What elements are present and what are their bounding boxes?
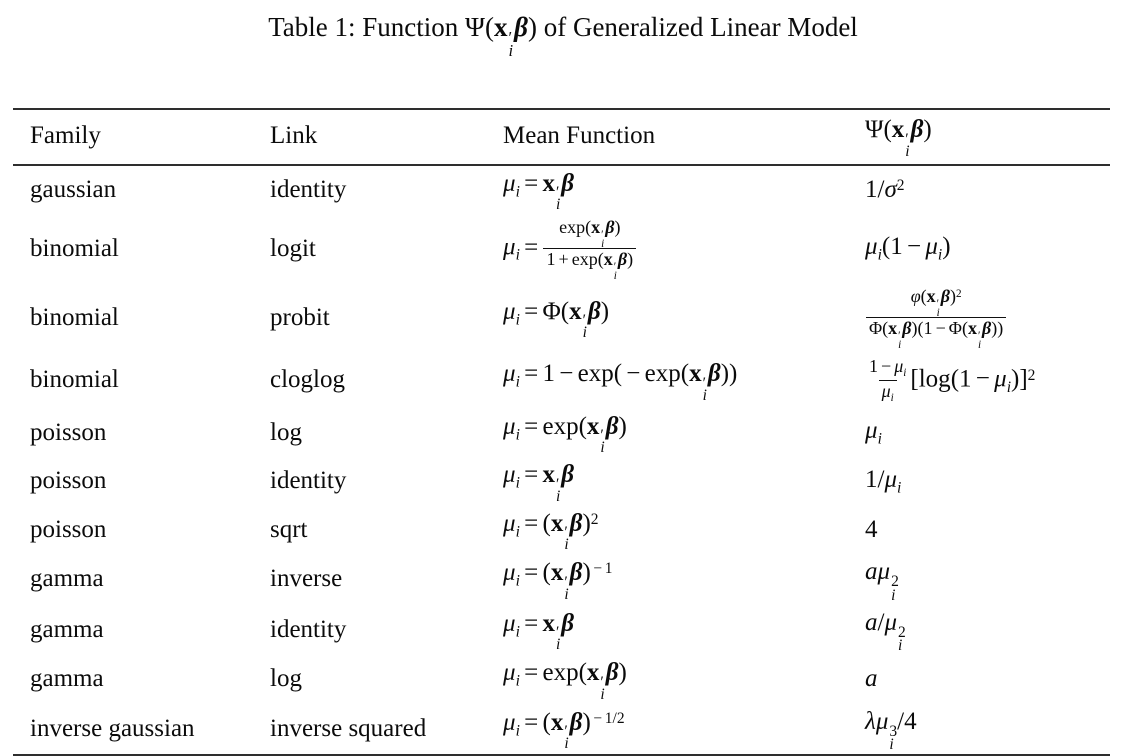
psi-cell: 1/σ2: [865, 175, 905, 203]
link-cell: sqrt: [270, 515, 308, 543]
psi-cell: a: [865, 665, 878, 693]
top-rule: [13, 108, 1110, 110]
family-cell: gamma: [30, 615, 104, 643]
link-cell: inverse squared: [270, 714, 427, 742]
family-cell: binomial: [30, 366, 119, 394]
family-cell: poisson: [30, 515, 107, 543]
family-cell: binomial: [30, 234, 119, 262]
psi-cell: μi(1−μi): [865, 233, 951, 264]
link-cell: probit: [270, 303, 330, 331]
link-cell: logit: [270, 234, 316, 262]
family-cell: poisson: [30, 418, 107, 446]
psi-cell: 1/μi: [865, 465, 902, 497]
family-cell: gamma: [30, 565, 104, 593]
column-header: Mean Function: [503, 122, 656, 150]
family-cell: gamma: [30, 665, 104, 693]
family-cell: inverse gaussian: [30, 714, 195, 742]
link-cell: identity: [270, 615, 347, 643]
link-cell: log: [270, 418, 302, 446]
family-cell: gaussian: [30, 175, 117, 203]
family-cell: poisson: [30, 467, 107, 495]
link-cell: inverse: [270, 565, 343, 593]
column-header: Family: [30, 122, 101, 150]
link-cell: identity: [270, 467, 347, 495]
title-prefix: Table 1: Function: [268, 12, 466, 42]
family-cell: binomial: [30, 303, 119, 331]
column-header: Link: [270, 122, 318, 150]
title-suffix: of Generalized Linear Model: [536, 12, 858, 42]
psi-cell: μi: [865, 417, 882, 448]
link-cell: log: [270, 665, 302, 693]
paper-page: { "page": { "background": "#ffffff", "te…: [0, 12, 1126, 756]
link-cell: identity: [270, 175, 347, 203]
header-rule: [13, 163, 1110, 166]
psi-cell: 4: [865, 515, 878, 543]
link-cell: cloglog: [270, 366, 345, 394]
